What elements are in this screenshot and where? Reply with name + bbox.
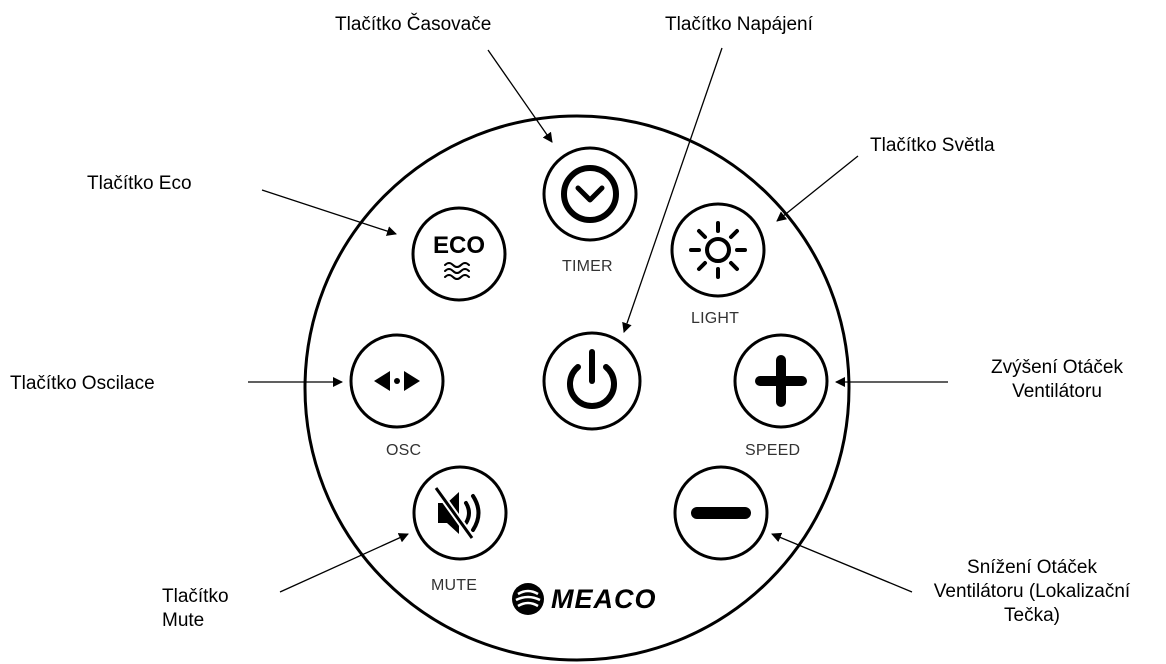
arrow-mute: [279, 533, 409, 593]
callout-speed-down-line2: Ventilátoru (Lokalizační: [933, 581, 1131, 602]
callout-speed-down-line3: Tečka): [1004, 605, 1060, 626]
light-label: LIGHT: [691, 310, 740, 327]
sun-icon: [689, 221, 747, 279]
speed-up-button[interactable]: [733, 333, 829, 429]
meaco-logo-icon: [512, 583, 544, 615]
callout-speed-up-line1: Zvýšení Otáček: [991, 357, 1123, 378]
brand-logo: MEACO: [511, 582, 657, 616]
callout-mute: Tlačítko Mute: [162, 585, 229, 633]
arrow-timer: [487, 49, 553, 143]
mute-label: MUTE: [431, 577, 478, 594]
callout-speed-down: Snížení Otáček Ventilátoru (Lokalizační …: [907, 556, 1157, 628]
eco-wave-icon: [444, 262, 470, 280]
arrow-light: [776, 155, 859, 222]
speed-label: SPEED: [745, 442, 801, 459]
osc-label: OSC: [386, 442, 422, 459]
callout-osc: Tlačítko Oscilace: [10, 373, 155, 394]
callout-mute-line2: Mute: [162, 610, 205, 631]
arrow-speed-down: [771, 532, 913, 593]
callout-speed-up-line2: Ventilátoru: [1012, 381, 1102, 402]
oscillate-button[interactable]: [349, 333, 445, 429]
callout-light: Tlačítko Světla: [870, 135, 995, 156]
oscillate-arrows-icon: [374, 371, 420, 391]
eco-button[interactable]: ECO: [411, 206, 507, 302]
clock-icon: [561, 165, 619, 223]
eco-button-text: ECO: [433, 232, 485, 259]
plus-icon: [755, 355, 807, 407]
callout-speed-down-line1: Snížení Otáček: [967, 557, 1097, 578]
mute-button[interactable]: [412, 465, 508, 561]
mute-speaker-icon: [433, 485, 481, 541]
arrow-power: [622, 47, 723, 333]
callout-arrows: [248, 47, 948, 593]
timer-label: TIMER: [562, 258, 613, 275]
callout-speed-up: Zvýšení Otáček Ventilátoru: [962, 356, 1152, 404]
callout-timer: Tlačítko Časovače: [335, 14, 492, 35]
callout-power: Tlačítko Napájení: [665, 14, 813, 35]
arrow-eco: [261, 189, 397, 236]
callout-eco: Tlačítko Eco: [87, 173, 192, 194]
speed-down-button[interactable]: [673, 465, 769, 561]
power-button[interactable]: [542, 331, 642, 431]
light-button[interactable]: [670, 202, 766, 298]
power-icon: [567, 349, 617, 409]
callout-mute-line1: Tlačítko: [162, 586, 229, 607]
timer-button[interactable]: [542, 146, 638, 242]
brand-name: MEACO: [551, 583, 657, 614]
